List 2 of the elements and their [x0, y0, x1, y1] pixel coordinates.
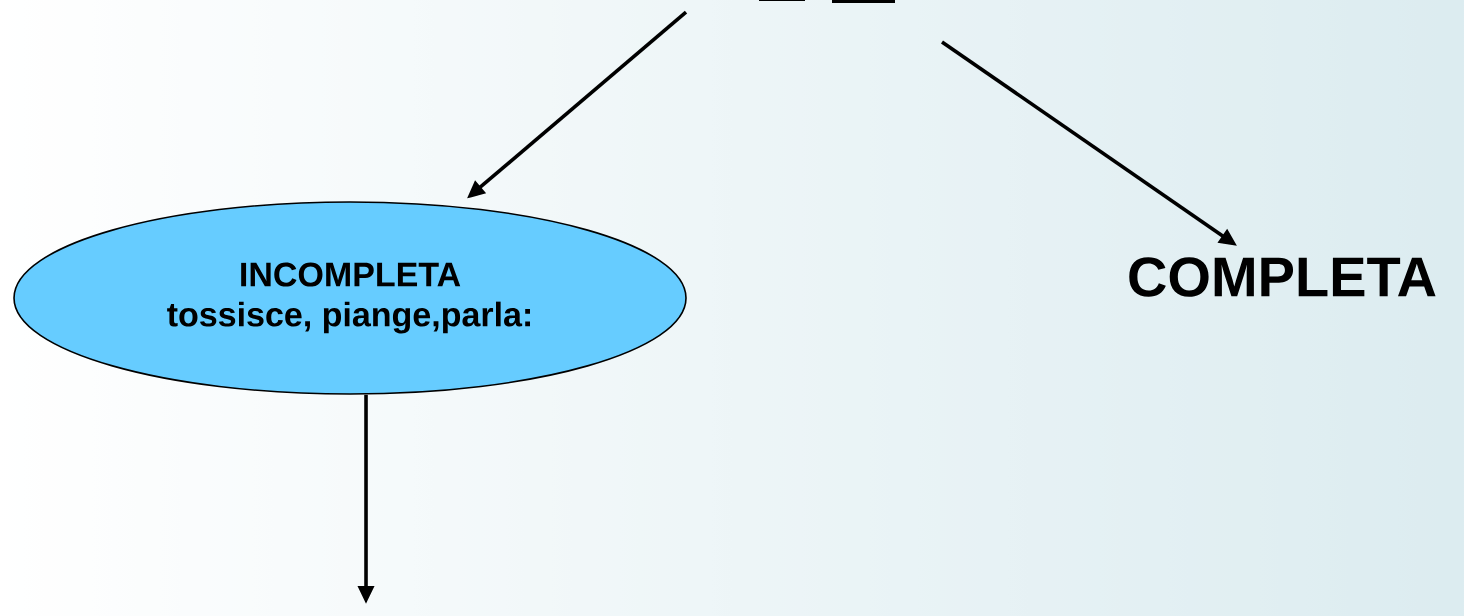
node-label: COMPLETA — [1129, 257, 1436, 297]
ellipse-node: INCOMPLETA tossisce, piange,parla: — [13, 201, 687, 395]
